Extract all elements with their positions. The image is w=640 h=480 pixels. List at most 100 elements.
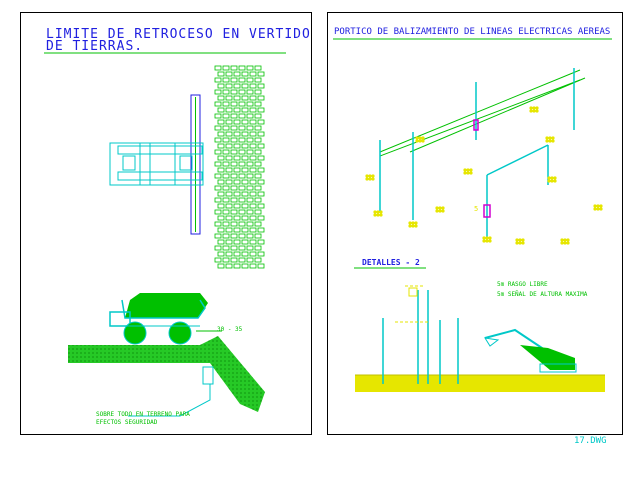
stone <box>254 89 262 95</box>
stone <box>238 257 246 263</box>
stone <box>214 161 222 167</box>
stone <box>230 221 238 227</box>
truck-front-wheel <box>123 321 147 345</box>
stone <box>257 191 265 197</box>
stone <box>238 233 246 239</box>
vegetation-dot <box>371 177 375 181</box>
vegetation-dot <box>414 221 418 225</box>
truck-plan-view <box>109 142 204 186</box>
vegetation-dot <box>435 206 439 210</box>
left-sheet <box>20 12 312 435</box>
stone <box>214 257 222 263</box>
stone <box>222 125 230 131</box>
vegetation-dot <box>545 136 549 140</box>
vegetation-dot <box>548 139 552 143</box>
vegetation-dot <box>466 171 470 175</box>
marker-2 <box>473 119 479 131</box>
stone <box>214 197 222 203</box>
stone <box>249 239 257 245</box>
stone <box>241 119 249 125</box>
stone <box>246 173 254 179</box>
vegetation-dot <box>488 239 492 243</box>
power-line-3 <box>409 77 586 153</box>
excavator-tracks <box>539 363 577 373</box>
stone <box>254 125 262 131</box>
stone <box>214 65 222 71</box>
legend-line1: 5m RASGO LIBRE <box>497 281 548 288</box>
stone <box>214 113 222 119</box>
vegetation-dot <box>418 139 422 143</box>
stone <box>249 251 257 257</box>
plan-view <box>109 65 265 269</box>
vegetation-dot <box>529 109 533 113</box>
stone <box>217 107 225 113</box>
note-leader <box>128 384 211 417</box>
stone <box>217 251 225 257</box>
stone <box>257 203 265 209</box>
excavator-body <box>520 345 575 370</box>
stone <box>246 185 254 191</box>
stone <box>254 101 262 107</box>
left-title-line2: DE TIERRAS. <box>46 39 144 54</box>
stone <box>257 251 265 257</box>
stone <box>217 227 225 233</box>
stone <box>233 107 241 113</box>
vegetation-dot <box>599 207 603 211</box>
stone <box>230 257 238 263</box>
stone <box>249 107 257 113</box>
stone <box>241 239 249 245</box>
stone <box>217 143 225 149</box>
stone <box>222 149 230 155</box>
stone <box>238 89 246 95</box>
stone <box>222 185 230 191</box>
stone <box>230 101 238 107</box>
stone <box>233 131 241 137</box>
stone <box>246 137 254 143</box>
vegetation-dot <box>550 176 554 180</box>
stone <box>254 113 262 119</box>
stone <box>230 149 238 155</box>
vegetation-dot <box>411 224 415 228</box>
vegetation-dot <box>551 136 555 140</box>
stone <box>230 77 238 83</box>
stone <box>225 83 233 89</box>
stone <box>230 233 238 239</box>
vegetation-dot <box>438 209 442 213</box>
stone <box>214 101 222 107</box>
stone <box>238 65 246 71</box>
stone <box>233 95 241 101</box>
vegetation-dot <box>521 238 525 242</box>
stone <box>230 197 238 203</box>
stone <box>225 131 233 137</box>
vegetation-dot <box>373 213 377 217</box>
stone <box>217 263 225 269</box>
stone <box>233 203 241 209</box>
vegetation-dot <box>415 139 419 143</box>
stone <box>238 245 246 251</box>
excavator-arm <box>484 328 546 351</box>
stone <box>254 185 262 191</box>
stone <box>222 257 230 263</box>
stone <box>254 161 262 167</box>
vegetation-dot <box>548 136 552 140</box>
stone <box>241 71 249 77</box>
stone <box>225 215 233 221</box>
stone <box>246 125 254 131</box>
vegetation-dot <box>469 171 473 175</box>
stone <box>241 251 249 257</box>
stone <box>222 221 230 227</box>
stone <box>254 209 262 215</box>
stone <box>246 221 254 227</box>
stone <box>238 185 246 191</box>
truck-load <box>125 293 208 318</box>
stone <box>249 203 257 209</box>
stone <box>254 173 262 179</box>
portico-perspective <box>365 68 603 245</box>
crossbeam <box>486 144 549 176</box>
vegetation-dot <box>365 174 369 178</box>
stone <box>254 233 262 239</box>
vegetation-dot <box>529 106 533 110</box>
vegetation-dot <box>560 238 564 242</box>
vegetation-dot <box>365 177 369 181</box>
stone <box>241 131 249 137</box>
